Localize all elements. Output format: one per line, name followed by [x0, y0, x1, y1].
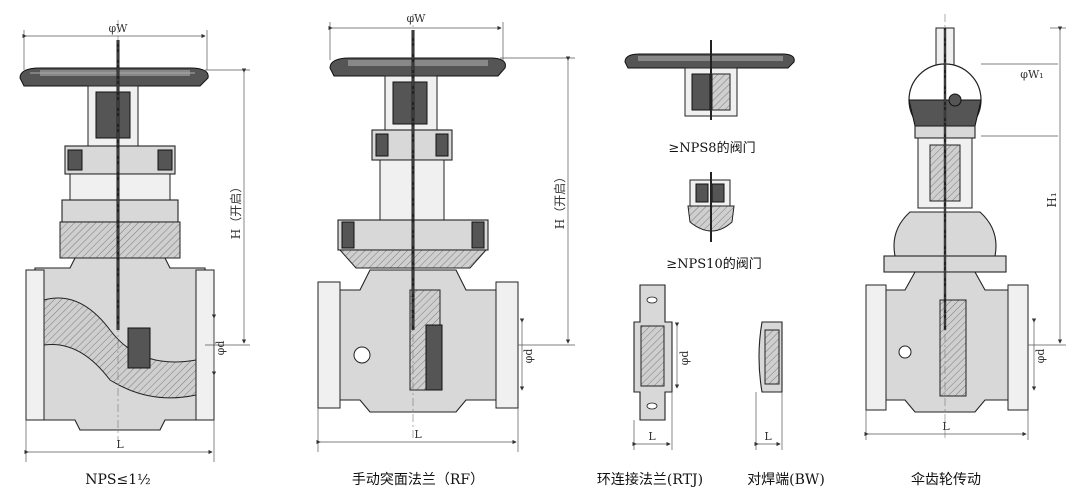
figure-detail-nps10: ≥NPS10的阀门 [666, 172, 762, 272]
handwheel [329, 57, 506, 77]
figure-small-valve [19, 20, 215, 440]
fig4-caption: 对焊端(BW) [747, 472, 825, 488]
right-flange [1007, 284, 1029, 411]
fig3-dim-d: φd [678, 351, 691, 366]
fig5-dim-l: L [942, 420, 950, 433]
gate-wedge [425, 324, 443, 391]
figure-detail-nps8: ≥NPS8的阀门 [624, 40, 795, 156]
fig5-dim-h: H₁ [1045, 192, 1059, 207]
fig5-dims: φW₁ H₁ φd L 伞齿轮传动 [864, 26, 1066, 488]
fig2-dim-h: H（开启） [553, 171, 567, 229]
fig4-dim-l: L [764, 430, 772, 443]
fig2-caption: 手动突面法兰（RF） [352, 472, 484, 488]
fig2-dim-w: φW [406, 12, 426, 25]
fig5-dim-d: φd [1034, 349, 1047, 364]
note-nps8: ≥NPS8的阀门 [668, 140, 755, 156]
figure-rf-valve [317, 14, 519, 440]
fig1-dims: φW H（开启） φd L NPS≤1½ [22, 22, 250, 488]
fig3-caption: 环连接法兰(RTJ) [597, 471, 703, 488]
figure-rtj-end: φd L 环连接法兰(RTJ) [597, 284, 703, 488]
fig1-dim-h: H（开启） [229, 181, 243, 239]
fig2-dim-d: φd [522, 349, 535, 364]
left-flange [317, 281, 341, 409]
fig1-dim-d: φd [214, 341, 227, 356]
note-nps10: ≥NPS10的阀门 [666, 256, 761, 272]
fig1-dim-l: L [116, 438, 124, 451]
fig3-dim-l: L [648, 430, 656, 443]
fig1-dim-w: φW [108, 22, 128, 35]
right-flange [495, 281, 519, 409]
fig5-dim-w: φW₁ [1020, 68, 1043, 81]
gate-wedge [127, 327, 151, 369]
fig5-caption: 伞齿轮传动 [911, 471, 981, 488]
left-end [25, 269, 45, 421]
handwheel [19, 67, 209, 87]
bonnet-flange [61, 199, 179, 223]
figure-bevel-gear-valve [865, 14, 1029, 440]
fig1-caption: NPS≤1½ [85, 472, 150, 488]
fig2-dim-l: L [414, 428, 422, 441]
figure-bw-end: L 对焊端(BW) [747, 321, 825, 488]
fig2-dims: φW H（开启） φd L 手动突面法兰（RF） [316, 12, 575, 488]
left-flange [865, 284, 887, 411]
